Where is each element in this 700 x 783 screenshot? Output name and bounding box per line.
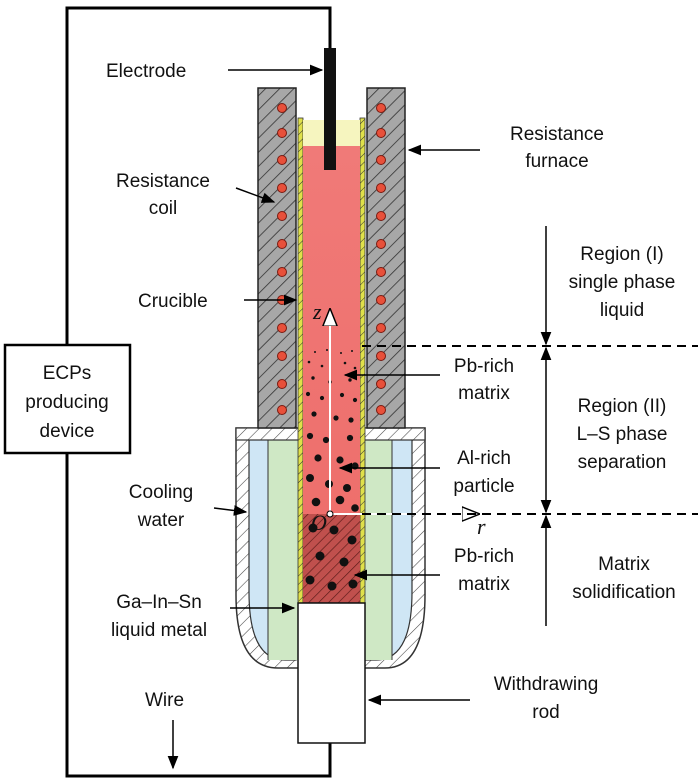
ga-in-sn-label-line2: liquid metal [111, 620, 207, 641]
withdrawing-rod [297, 602, 366, 744]
al-rich-particle-line1: Al-rich [457, 448, 511, 469]
resistance-furnace-right-wall [366, 87, 406, 429]
region-2-label-line3: separation [578, 452, 667, 473]
ecps-producing-device-box: ECPs producing device [3, 343, 132, 455]
ga-in-sn-bath-right [362, 438, 392, 660]
resistance-coil-dots [277, 103, 386, 415]
wire-label: Wire [145, 690, 184, 711]
region-3-label-line2: solidification [572, 582, 676, 603]
crucible-right-wall [359, 117, 366, 604]
resistance-furnace-label-line1: Resistance [510, 124, 604, 145]
cooling-water-label-line1: Cooling [129, 482, 193, 503]
al-rich-particle-line2: particle [453, 476, 514, 497]
region-1-label-line3: liquid [600, 300, 644, 321]
ecps-label-line3: device [40, 421, 95, 442]
label-pointer-arrows [167, 64, 480, 770]
pb-rich-matrix-lower-line2: matrix [458, 574, 510, 595]
ecps-label-line2: producing [25, 392, 108, 413]
region-1-label-line1: Region (I) [580, 244, 663, 265]
resistance-furnace-left-wall [257, 87, 297, 429]
region-boundaries [362, 345, 698, 515]
origin-label: O [311, 510, 327, 535]
region-1-label-line2: single phase [569, 272, 676, 293]
pb-rich-matrix-upper-line2: matrix [458, 383, 510, 404]
withdrawing-rod-label-line1: Withdrawing [494, 674, 599, 695]
crucible-left-wall [297, 117, 304, 604]
pb-rich-matrix-lower-line1: Pb-rich [454, 546, 514, 567]
region-2-label-line2: L–S phase [577, 424, 668, 445]
region-3-label-line1: Matrix [598, 554, 650, 575]
withdrawing-rod-label-line2: rod [532, 702, 559, 723]
resistance-coil-label-line1: Resistance [116, 171, 210, 192]
crucible-label: Crucible [138, 291, 208, 312]
ga-in-sn-bath-left [268, 438, 298, 660]
electrode-label: Electrode [106, 61, 186, 82]
axis-z-label: z [312, 299, 322, 324]
ecps-label-line1: ECPs [43, 363, 92, 384]
axis-r-label: r [477, 514, 486, 539]
single-phase-liquid-melt [303, 146, 360, 514]
ga-in-sn-label-line1: Ga–In–Sn [116, 592, 202, 613]
circuit-wire [65, 6, 332, 778]
resistance-coil-label-line2: coil [149, 198, 178, 219]
electrode [324, 48, 336, 170]
region-2-label-line1: Region (II) [578, 396, 667, 417]
pb-rich-matrix-upper-line1: Pb-rich [454, 356, 514, 377]
resistance-furnace-label-line2: furnace [525, 151, 588, 172]
cooling-water-label-line2: water [137, 510, 185, 531]
